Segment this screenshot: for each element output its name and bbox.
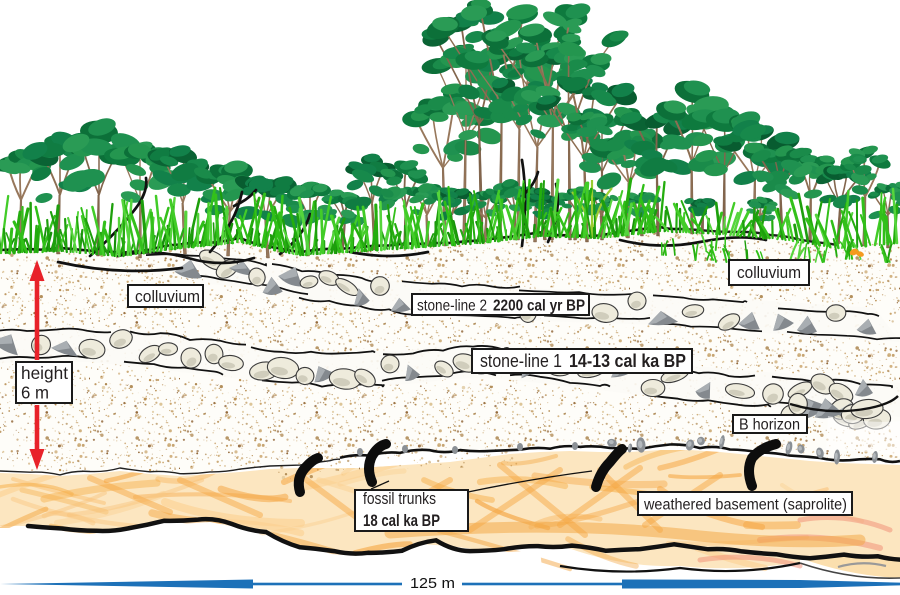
svg-text:colluvium: colluvium (737, 263, 801, 282)
svg-text:6 m: 6 m (21, 383, 49, 403)
svg-text:B horizon: B horizon (739, 417, 800, 434)
svg-text:weathered basement (saprolite): weathered basement (saprolite) (643, 497, 847, 514)
svg-text:height: height (21, 363, 68, 383)
svg-text:stone-line 1: stone-line 1 (480, 351, 562, 371)
svg-text:14-13 cal ka BP: 14-13 cal ka BP (569, 351, 686, 371)
svg-text:18 cal ka BP: 18 cal ka BP (363, 511, 440, 530)
svg-text:colluvium: colluvium (135, 287, 200, 306)
svg-text:stone-line 2: stone-line 2 (417, 298, 487, 315)
svg-text:125 m: 125 m (410, 575, 455, 592)
svg-text:2200 cal yr BP: 2200 cal yr BP (493, 298, 585, 315)
svg-text:fossil trunks: fossil trunks (363, 489, 436, 508)
